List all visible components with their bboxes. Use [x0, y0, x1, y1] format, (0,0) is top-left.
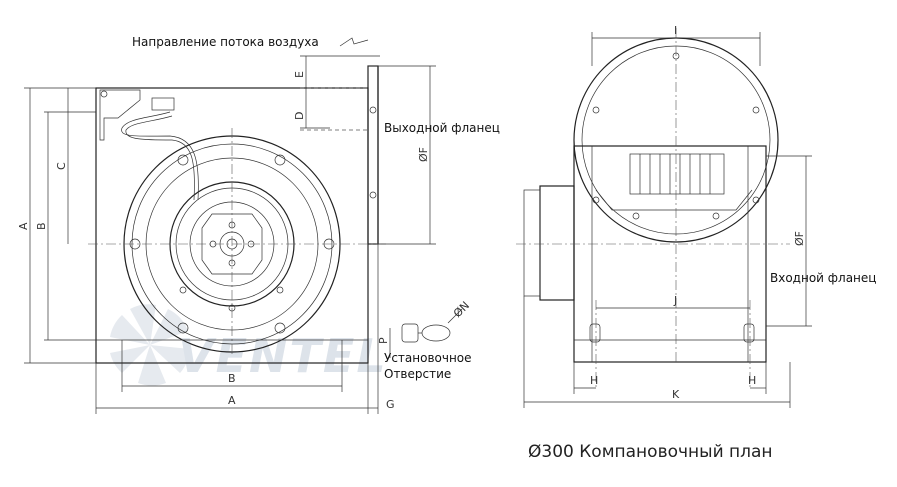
dim-B-vertical: B: [35, 222, 48, 230]
dim-K: K: [672, 388, 680, 401]
mounting-hole-label-line1: Установочное: [384, 351, 472, 365]
dim-P: P: [377, 337, 390, 344]
dim-G: G: [386, 398, 395, 411]
outlet-block: [367, 65, 379, 245]
airflow-direction-label: Направление потока воздуха: [132, 35, 319, 49]
front-dimension-lines: [24, 37, 436, 414]
dim-I: I: [674, 24, 677, 37]
dim-A-horizontal: A: [228, 394, 236, 407]
dim-F-outlet: ØF: [417, 147, 430, 162]
dim-H-left: H: [590, 374, 598, 387]
outlet-flange-label: Выходной фланец: [384, 121, 500, 135]
mounting-hole-symbol: [401, 308, 463, 343]
front-view: Направление потока воздуха Выходной флан…: [17, 35, 500, 414]
dim-J: J: [673, 294, 677, 307]
layout-caption: Ø300 Компановочный план: [528, 442, 773, 462]
dim-C: C: [55, 162, 68, 170]
terminal-box: [99, 89, 175, 141]
motor-cable: [121, 111, 199, 201]
dim-B-horizontal: B: [228, 372, 236, 385]
watermark: VENTEL: [110, 304, 388, 386]
dim-A-vertical: A: [17, 222, 30, 230]
side-motor-housing: [539, 185, 575, 301]
watermark-text: VENTEL: [178, 329, 388, 383]
dim-E: E: [293, 71, 306, 78]
motor-body: [629, 153, 725, 195]
dim-D: D: [293, 112, 306, 120]
dim-H-right: H: [748, 374, 756, 387]
side-view: Входной фланец I ØF J H H K: [516, 24, 876, 408]
mounting-hole-label-line2: Отверстие: [384, 367, 451, 381]
inlet-flange-label: Входной фланец: [770, 271, 876, 285]
dim-F-inlet: ØF: [793, 231, 806, 246]
side-dimension-lines: [523, 32, 812, 408]
